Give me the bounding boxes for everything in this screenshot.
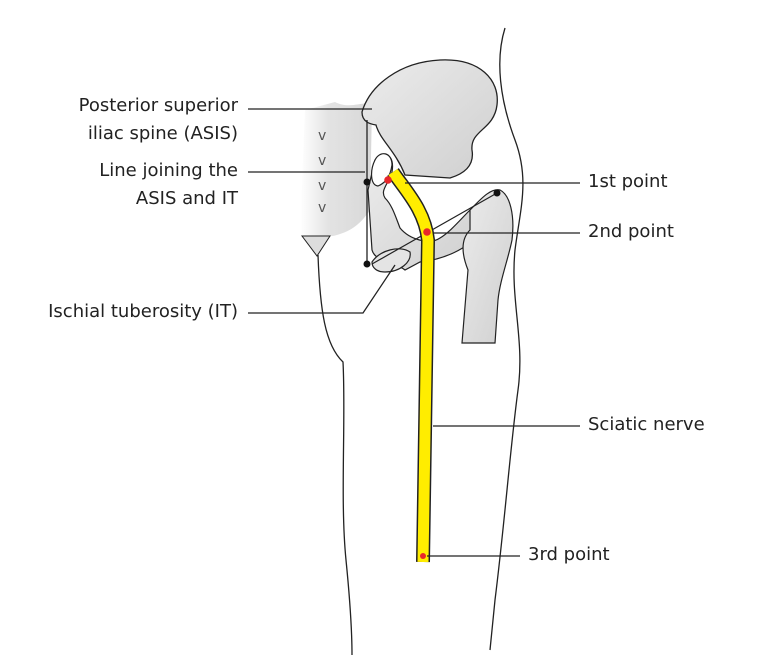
body-outline-right xyxy=(489,27,524,651)
label-line-joining: Line joining the ASIS and IT xyxy=(99,157,238,213)
body-outline-left xyxy=(317,254,353,656)
svg-text:v: v xyxy=(318,128,326,144)
femur-to-it-line xyxy=(371,192,498,265)
label-line-joining-line2: ASIS and IT xyxy=(135,188,238,209)
label-ischial-tuberosity: Ischial tuberosity (IT) xyxy=(48,301,238,322)
sacrum xyxy=(300,102,372,236)
ischial-tuberosity-bone xyxy=(371,248,411,273)
label-line-joining-line1: Line joining the xyxy=(99,160,238,181)
it-dot xyxy=(363,260,371,268)
first-point-dot xyxy=(384,176,392,184)
label-third-point: 3rd point xyxy=(528,544,610,565)
label-first-point: 1st point xyxy=(588,171,668,192)
asis-dot xyxy=(363,178,371,186)
label-sciatic-nerve: Sciatic nerve xyxy=(588,414,705,435)
svg-text:v: v xyxy=(318,153,326,169)
label-psis-line2: iliac spine (ASIS) xyxy=(87,123,238,144)
ilium xyxy=(361,59,498,179)
label-psis: Posterior superior iliac spine (ASIS) xyxy=(79,92,238,148)
femur xyxy=(461,189,514,344)
label-second-point: 2nd point xyxy=(588,221,674,242)
svg-text:v: v xyxy=(318,200,326,216)
third-point-dot xyxy=(420,553,426,559)
svg-text:v: v xyxy=(318,178,326,194)
label-psis-line1: Posterior superior xyxy=(78,95,238,116)
second-point-dot xyxy=(423,228,431,236)
leader-lines xyxy=(248,108,580,557)
coccyx xyxy=(301,235,331,257)
greater-trochanter-dot xyxy=(493,189,501,197)
